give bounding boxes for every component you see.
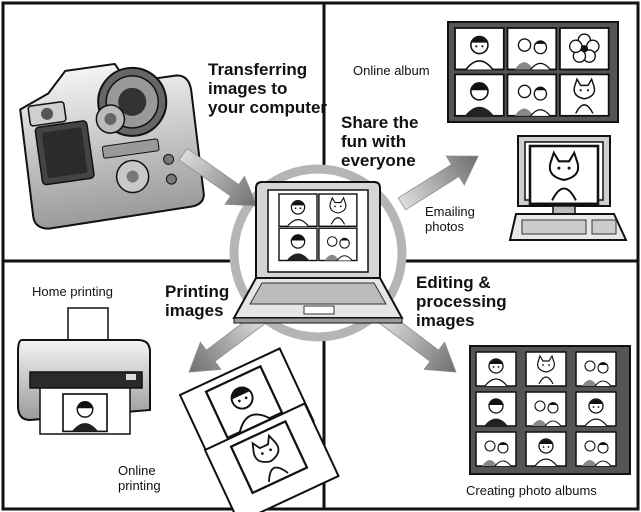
label-online-printing: Online printing bbox=[118, 463, 161, 493]
online-album-grid bbox=[447, 21, 619, 123]
label-share: Share the fun with everyone bbox=[341, 113, 419, 171]
monitor-icon bbox=[508, 135, 628, 241]
label-home-printing: Home printing bbox=[32, 284, 113, 299]
camera-icon bbox=[19, 62, 205, 230]
photo-frame-icon bbox=[475, 351, 617, 467]
label-online-album: Online album bbox=[353, 63, 430, 78]
printed-photos bbox=[178, 347, 340, 512]
label-printing: Printing images bbox=[165, 282, 230, 321]
label-emailing: Emailing photos bbox=[425, 204, 475, 234]
printer-icon bbox=[17, 307, 151, 435]
label-editing: Editing & processing images bbox=[416, 273, 507, 331]
laptop-icon bbox=[232, 181, 404, 324]
label-transferring: Transferring images to your computer bbox=[208, 60, 328, 118]
label-creating-albums: Creating photo albums bbox=[466, 483, 597, 498]
photo-album-grid bbox=[469, 345, 631, 475]
